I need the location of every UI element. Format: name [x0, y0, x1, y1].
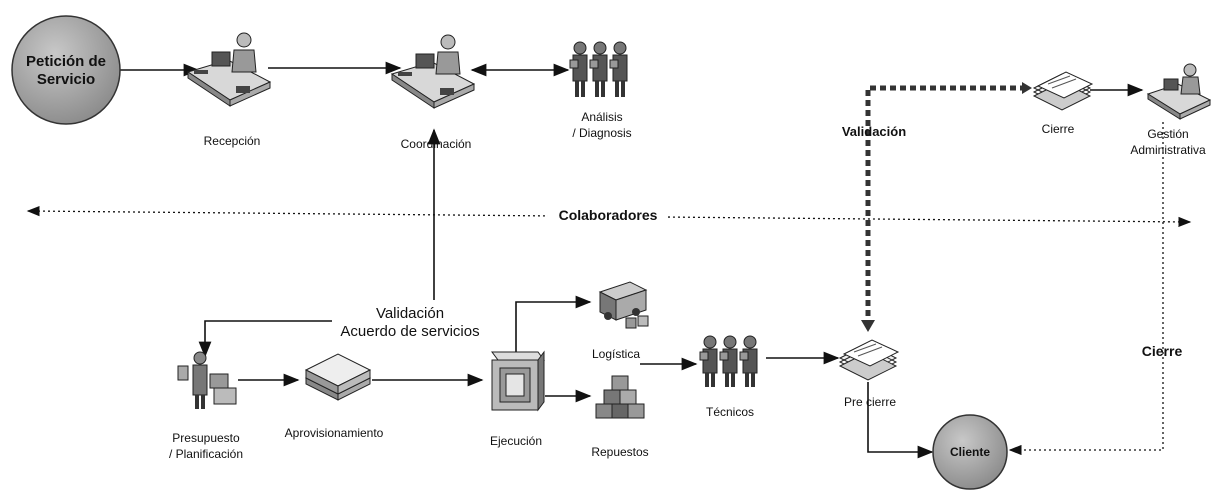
- connectors: [118, 61, 1144, 459]
- svg-text:Servicio: Servicio: [37, 71, 95, 88]
- aprovisionamiento-stack-icon: [304, 353, 372, 401]
- arrow-acuerdo-presupuesto: [198, 320, 332, 358]
- repuestos-boxes-icon: [595, 375, 645, 419]
- validation-arrowhead-right: [1022, 82, 1032, 94]
- analisis-people-icon: [569, 41, 628, 97]
- logistica-truck-icon: [598, 281, 649, 329]
- coordinacion-label: Coordinación: [401, 137, 472, 151]
- ejecucion-label: Ejecución: [490, 434, 542, 448]
- repuestos-label: Repuestos: [591, 445, 648, 459]
- validacion-acuerdo-line2: Acuerdo de servicios: [340, 323, 479, 340]
- cierre-documents-icon: [1032, 71, 1094, 111]
- analisis-label-line1: Análisis: [581, 110, 622, 124]
- arrow-ejecucion-logistica: [515, 295, 592, 352]
- gestion-label-line2: Administrativa: [1130, 143, 1206, 157]
- logistica-label: Logística: [592, 347, 640, 361]
- presupuesto-label-line1: Presupuesto: [172, 431, 240, 445]
- gestion-label-line1: Gestión: [1147, 127, 1188, 141]
- recepcion-label: Recepción: [204, 134, 261, 148]
- validacion-acuerdo-line1: Validación: [376, 305, 444, 322]
- tecnicos-people-icon: [699, 335, 758, 387]
- presupuesto-label-line2: / Planificación: [169, 447, 243, 461]
- peticion-circle: Petición de Servicio: [11, 15, 121, 125]
- gestion-workstation-icon: [1146, 63, 1212, 120]
- colaboradores-label-bg: [548, 207, 668, 223]
- recepcion-workstation-icon: [186, 32, 272, 107]
- arrow-precierre-cliente: [867, 382, 934, 459]
- presupuesto-person-icon: [177, 351, 237, 409]
- precierre-documents-icon: [838, 339, 900, 381]
- validation-arrowhead-down: [861, 320, 875, 332]
- svg-text:Petición de: Petición de: [26, 53, 106, 70]
- precierre-label: Pre cierre: [844, 395, 896, 409]
- svg-text:Cliente: Cliente: [950, 445, 990, 459]
- cierre-top-label: Cierre: [1042, 122, 1075, 136]
- aprovisionamiento-label: Aprovisionamiento: [285, 426, 384, 440]
- cierre-right-label: Cierre: [1142, 343, 1183, 359]
- colaboradores-label: Colaboradores: [559, 207, 658, 223]
- ejecucion-box-icon: [491, 350, 545, 412]
- cliente-circle: Cliente: [932, 414, 1008, 490]
- validation-path: [865, 85, 1022, 326]
- analisis-label-line2: / Diagnosis: [572, 126, 631, 140]
- validacion-top-label: Validación: [842, 124, 906, 139]
- coordinacion-workstation-icon: [390, 34, 476, 109]
- cierre-return-line: [1008, 122, 1164, 456]
- tecnicos-label: Técnicos: [706, 405, 754, 419]
